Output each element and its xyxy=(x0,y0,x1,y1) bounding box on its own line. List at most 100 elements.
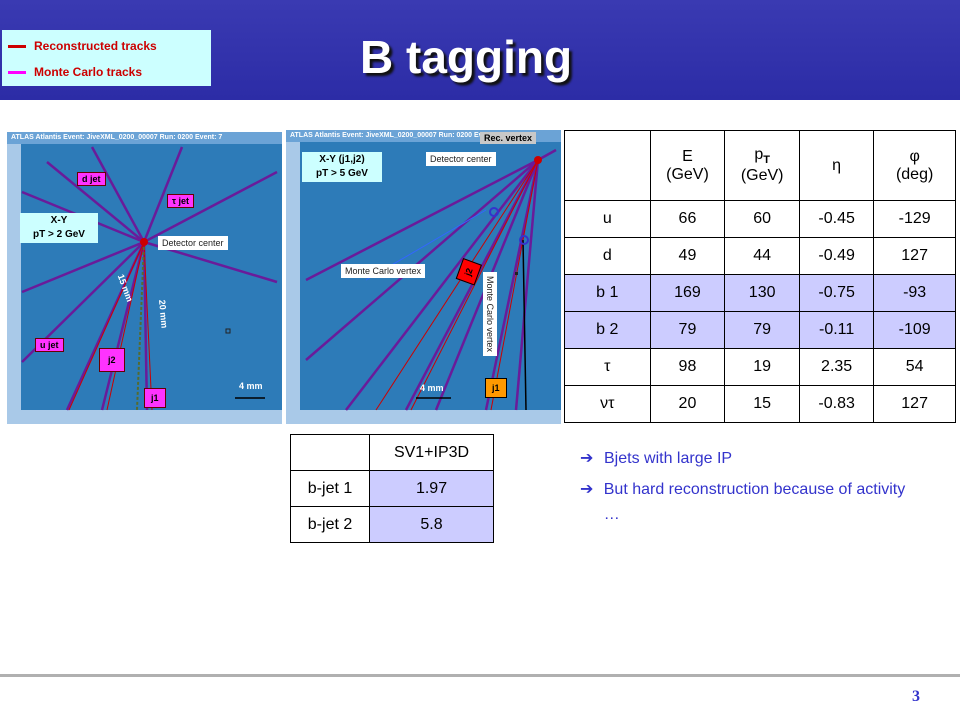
cell: 1.97 xyxy=(369,470,494,507)
bullet-list: ➔ Bjets with large IP ➔ But hard reconst… xyxy=(580,446,920,533)
cell: -0.83 xyxy=(798,385,875,423)
cell: 15 xyxy=(724,385,800,423)
label-j2: j2 xyxy=(99,348,125,372)
cell: 20 xyxy=(649,385,726,423)
cell: -0.11 xyxy=(798,311,875,349)
footer-divider xyxy=(0,674,960,677)
table-row-highlight: b 2 79 79 -0.11 -109 xyxy=(564,311,956,349)
view-label-line: X-Y xyxy=(50,215,68,226)
cell: 5.8 xyxy=(369,506,494,543)
track-legend: Reconstructed tracks Monte Carlo tracks xyxy=(2,30,211,86)
label-scale-4mm: 4 mm xyxy=(239,381,263,391)
legend-label: Reconstructed tracks xyxy=(34,39,157,53)
cell: 49 xyxy=(649,237,726,275)
bullet-item: ➔ But hard reconstruction because of act… xyxy=(580,477,920,527)
row-label: b 1 xyxy=(564,274,651,312)
cell: 79 xyxy=(724,311,800,349)
legend-item-reconstructed: Reconstructed tracks xyxy=(8,36,157,56)
tagging-table: SV1+IP3D b-jet 1 1.97 b-jet 2 5.8 xyxy=(289,434,494,543)
header-text: η xyxy=(832,156,842,174)
table-row: b-jet 2 5.8 xyxy=(289,506,494,543)
header-unit: (GeV) xyxy=(740,166,784,184)
label-mc-vertex: Monte Carlo vertex xyxy=(341,264,426,278)
cell: 98 xyxy=(649,348,726,386)
header-text: E xyxy=(682,147,693,165)
cell: 19 xyxy=(724,348,800,386)
table-row: ντ 20 15 -0.83 127 xyxy=(564,385,956,423)
label-tau-jet: τ jet xyxy=(167,194,195,208)
legend-swatch-magenta xyxy=(8,70,26,74)
cell: -109 xyxy=(873,311,956,349)
legend-item-montecarlo: Monte Carlo tracks xyxy=(8,62,142,82)
cell: 60 xyxy=(724,200,800,238)
row-label: ντ xyxy=(564,385,651,423)
row-label: b-jet 1 xyxy=(289,470,371,507)
view-label-left: X-Y pT > 2 GeV xyxy=(20,213,98,243)
event-display-left: ATLAS Atlantis Event: JiveXML_0200_00007… xyxy=(7,132,282,424)
label-scale-4mm: 4 mm xyxy=(420,383,444,393)
slide-title: B tagging xyxy=(360,31,573,83)
header-cell-pt: pT(GeV) xyxy=(724,130,800,201)
view-label-line: pT > 5 GeV xyxy=(316,168,368,179)
header-text: pT xyxy=(754,146,770,167)
page-number: 3 xyxy=(912,688,920,705)
cell: 169 xyxy=(649,274,726,312)
cell: 2.35 xyxy=(798,348,875,386)
table-header-row: E(GeV) pT(GeV) η φ(deg) xyxy=(564,130,956,201)
cell: 44 xyxy=(724,237,800,275)
arrow-right-icon: ➔ xyxy=(580,450,594,467)
header-unit: (deg) xyxy=(895,165,934,183)
row-label: b-jet 2 xyxy=(289,506,371,543)
row-label: b 2 xyxy=(564,311,651,349)
table-row: u 66 60 -0.45 -129 xyxy=(564,200,956,238)
label-detector-center: Detector center xyxy=(158,236,228,250)
label-detector-center: Detector center xyxy=(426,152,496,166)
label-j1: j1 xyxy=(144,388,166,408)
view-label-line: pT > 2 GeV xyxy=(33,229,85,240)
header-cell-sv1ip3d: SV1+IP3D xyxy=(369,434,494,471)
table-header-row: SV1+IP3D xyxy=(289,434,494,471)
cell: 127 xyxy=(873,385,956,423)
cell: -0.75 xyxy=(798,274,875,312)
header-text: φ xyxy=(909,147,920,165)
header-cell-empty xyxy=(564,130,651,201)
atlantis-header: ATLAS Atlantis Event: JiveXML_0200_00007… xyxy=(7,132,282,144)
legend-label: Monte Carlo tracks xyxy=(34,65,143,79)
cell: 127 xyxy=(873,237,956,275)
label-u-jet: u jet xyxy=(35,338,64,352)
kinematics-table: E(GeV) pT(GeV) η φ(deg) u 66 60 -0.45 -1… xyxy=(564,130,956,423)
label-rec-vertex: Rec. vertex xyxy=(480,132,537,144)
header-cell-eta: η xyxy=(798,130,875,201)
table-row: b-jet 1 1.97 xyxy=(289,470,494,507)
bullet-text: Bjets with large IP xyxy=(604,450,733,467)
cell: 66 xyxy=(649,200,726,238)
header-cell-empty xyxy=(289,434,371,471)
arrow-right-icon: ➔ xyxy=(580,481,594,498)
event-display-right: ATLAS Atlantis Event: JiveXML_0200_00007… xyxy=(286,130,561,424)
view-label-line: X-Y (j1,j2) xyxy=(319,154,365,165)
track-plot-right xyxy=(286,142,561,424)
cell: -129 xyxy=(873,200,956,238)
cell: -0.49 xyxy=(798,237,875,275)
view-label-right: X-Y (j1,j2) pT > 5 GeV xyxy=(302,152,382,182)
cell: -0.45 xyxy=(798,200,875,238)
row-label: d xyxy=(564,237,651,275)
track-plot-left xyxy=(7,144,282,424)
table-row: d 49 44 -0.49 127 xyxy=(564,237,956,275)
label-d-jet: d jet xyxy=(77,172,106,186)
header-unit: (GeV) xyxy=(666,165,709,183)
cell: 54 xyxy=(873,348,956,386)
cell: 130 xyxy=(724,274,800,312)
bullet-item: ➔ Bjets with large IP xyxy=(580,446,920,471)
table-row-highlight: b 1 169 130 -0.75 -93 xyxy=(564,274,956,312)
row-label: τ xyxy=(564,348,651,386)
row-label: u xyxy=(564,200,651,238)
label-j1: j1 xyxy=(485,378,507,398)
header-cell-phi: φ(deg) xyxy=(873,130,956,201)
legend-swatch-red xyxy=(8,44,26,48)
cell: 79 xyxy=(649,311,726,349)
cell: -93 xyxy=(873,274,956,312)
bullet-text: But hard reconstruction because of activ… xyxy=(603,481,906,523)
table-row: τ 98 19 2.35 54 xyxy=(564,348,956,386)
header-cell-energy: E(GeV) xyxy=(649,130,726,201)
